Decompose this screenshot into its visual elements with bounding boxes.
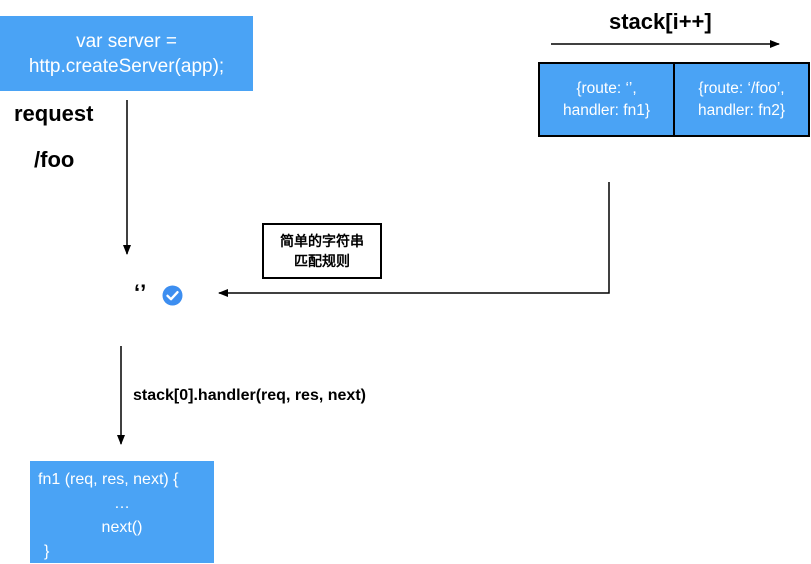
server-line-2: http.createServer(app); — [28, 55, 225, 77]
stack-lookup-arrow — [218, 182, 610, 297]
stack-entry-1-handler: handler: fn2} — [697, 101, 786, 119]
stack-entry-1: {route: ‘/foo’, handler: fn2} — [673, 64, 808, 135]
fn1-ellipsis: … — [114, 495, 130, 512]
path-label: /foo — [34, 147, 75, 172]
stack-title: stack[i++] — [609, 9, 712, 34]
match-rule-line-2: 匹配规则 — [294, 253, 350, 269]
request-label: request — [14, 101, 94, 126]
create-server-box: var server = http.createServer(app); — [0, 16, 253, 91]
matched-route: ‘’ — [134, 280, 147, 305]
check-circle-icon — [162, 285, 183, 306]
stack-entry-0-handler: handler: fn1} — [562, 101, 651, 119]
fn1-handler-box: fn1 (req, res, next) { … next() } — [30, 461, 214, 563]
match-rule-line-1: 简单的字符串 — [280, 233, 364, 249]
fn1-closing-brace: } — [44, 543, 50, 560]
handler-call-label: stack[0].handler(req, res, next) — [133, 387, 366, 404]
stack-entry-0: {route: ‘’, handler: fn1} — [540, 64, 673, 135]
stack-array: {route: ‘’, handler: fn1} {route: ‘/foo’… — [538, 62, 810, 137]
fn1-signature: fn1 (req, res, next) { — [38, 471, 179, 488]
stack-entry-1-route: {route: ‘/foo’, — [698, 79, 785, 97]
fn1-next-call: next() — [101, 519, 143, 536]
server-line-1: var server = — [76, 30, 177, 52]
stack-entry-0-route: {route: ‘’, — [576, 79, 637, 97]
match-rule-box: 简单的字符串 匹配规则 — [262, 223, 382, 279]
